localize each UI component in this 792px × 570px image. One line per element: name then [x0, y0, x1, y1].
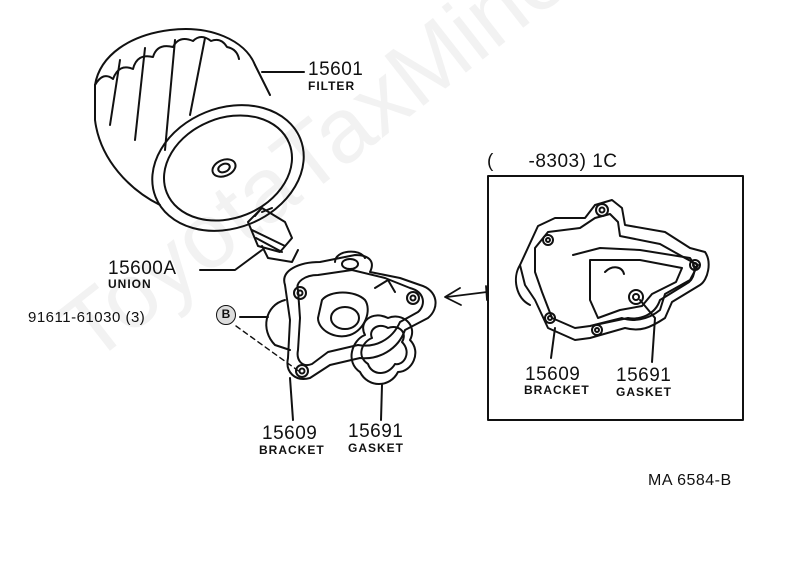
leader-lines: [199, 71, 656, 421]
bolt-part-number: 91611-61030 (3): [28, 309, 146, 326]
union-drawing: [247, 207, 299, 263]
inset-bracket-part-number: 15609: [525, 364, 581, 385]
inset-drawing: [514, 199, 710, 341]
bracket-part-number: 15609: [262, 423, 318, 444]
inset-gasket-part-name: GASKET: [616, 385, 673, 399]
union-part-number: 15600A: [108, 258, 177, 279]
inset-gasket-part-number: 15691: [616, 365, 672, 386]
gasket-drawing-main: [350, 314, 417, 385]
oil-filter-drawing: [94, 28, 305, 232]
gasket-part-number: 15691: [348, 421, 404, 442]
bolt-badge-icon: B: [216, 305, 236, 325]
diagram-code: MA 6584-B: [648, 472, 732, 489]
inset-header: ( -8303) 1C: [487, 151, 618, 172]
filter-part-number: 15601: [308, 59, 364, 80]
inset-bracket-part-name: BRACKET: [524, 383, 590, 397]
filter-part-name: FILTER: [308, 79, 356, 93]
inset-frame: [487, 175, 744, 421]
gasket-part-name: GASKET: [348, 441, 405, 455]
union-part-name: UNION: [108, 277, 152, 291]
direction-arrow: [444, 285, 488, 306]
bracket-part-name: BRACKET: [259, 443, 325, 457]
